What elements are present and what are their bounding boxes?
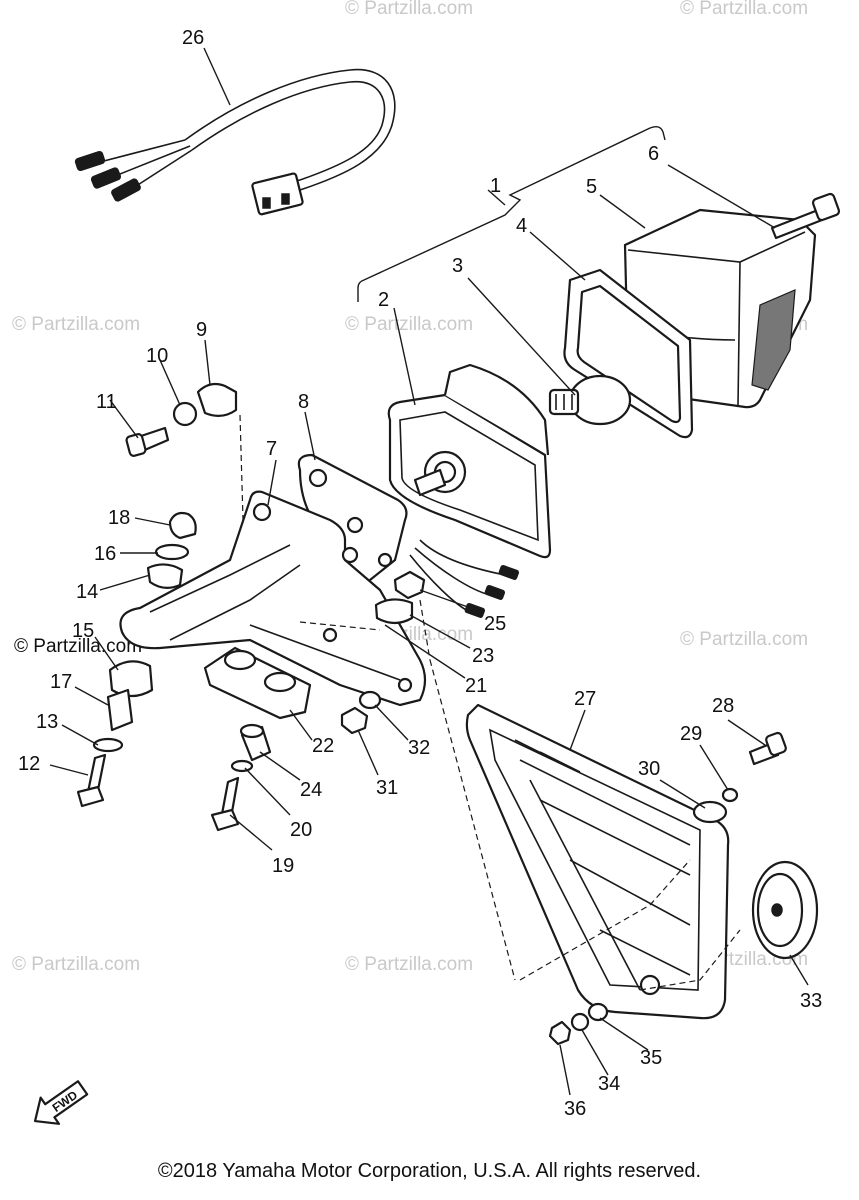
bulb	[548, 374, 632, 426]
callout-9: 9	[196, 319, 207, 341]
collar	[106, 688, 134, 732]
callout-28: 28	[712, 695, 734, 717]
callout-7: 7	[266, 438, 277, 460]
screw	[748, 731, 787, 766]
washer	[358, 690, 382, 710]
callout-32: 32	[408, 737, 430, 759]
callout-4: 4	[516, 215, 527, 237]
callouts: 1 2 3 4 5 6 7 8 9 10 11 12 13 14 15 16 1…	[18, 27, 822, 1120]
cap-nut	[168, 511, 197, 540]
callout-30: 30	[638, 758, 660, 780]
watermark: © Partzilla.com	[12, 954, 140, 975]
washer	[92, 737, 124, 753]
callout-1: 1	[490, 175, 501, 197]
main-bracket	[119, 490, 427, 707]
callout-27: 27	[574, 688, 596, 710]
watermark: © Partzilla.com	[345, 0, 473, 19]
bolt	[76, 753, 107, 808]
license-plate-bracket	[465, 703, 730, 1020]
reflector	[751, 860, 819, 960]
alignment-lines	[239, 414, 741, 991]
callout-15: 15	[72, 620, 94, 642]
callout-17: 17	[50, 671, 72, 693]
callout-20: 20	[290, 819, 312, 841]
nut	[393, 570, 426, 600]
callout-36: 36	[564, 1098, 586, 1120]
callout-24: 24	[300, 779, 322, 801]
washer	[154, 543, 190, 561]
callout-23: 23	[472, 645, 494, 667]
callout-31: 31	[376, 777, 398, 799]
watermark-dark: © Partzilla.com	[14, 636, 142, 657]
nut	[548, 1020, 572, 1046]
rubber-mount	[203, 646, 312, 720]
fwd-arrow-icon: FWD	[33, 1080, 89, 1125]
watermark: © Partzilla.com	[345, 954, 473, 975]
callout-22: 22	[312, 735, 334, 757]
grommet	[196, 382, 238, 417]
washer	[692, 800, 728, 824]
callout-2: 2	[378, 289, 389, 311]
callout-21: 21	[465, 675, 487, 697]
callout-16: 16	[94, 543, 116, 565]
washer	[570, 1012, 590, 1032]
callout-3: 3	[452, 255, 463, 277]
watermark: © Partzilla.com	[680, 629, 808, 650]
lamp-base	[387, 363, 552, 559]
callout-14: 14	[76, 581, 98, 603]
callout-29: 29	[680, 723, 702, 745]
callout-8: 8	[298, 391, 309, 413]
rubber-damper	[146, 563, 184, 589]
collar	[239, 723, 272, 762]
callout-6: 6	[648, 143, 659, 165]
callout-33: 33	[800, 990, 822, 1012]
assembly-bracket	[357, 125, 666, 302]
gasket	[563, 268, 694, 439]
screw	[770, 192, 841, 240]
callout-10: 10	[146, 345, 168, 367]
callout-34: 34	[598, 1073, 620, 1095]
callout-13: 13	[36, 711, 58, 733]
rubber-damper	[374, 598, 414, 625]
copyright-notice: ©2018 Yamaha Motor Corporation, U.S.A. A…	[157, 1160, 702, 1182]
callout-18: 18	[108, 507, 130, 529]
wire-harness	[74, 68, 396, 216]
washer	[721, 787, 739, 803]
callout-26: 26	[182, 27, 204, 49]
lamp-wires	[409, 539, 520, 618]
callout-35: 35	[640, 1047, 662, 1069]
callout-11: 11	[96, 391, 117, 413]
watermark: © Partzilla.com	[12, 314, 140, 335]
callout-19: 19	[272, 855, 294, 877]
callout-5: 5	[586, 176, 597, 198]
washer	[172, 401, 198, 427]
screw	[125, 426, 170, 457]
washer	[587, 1002, 609, 1022]
callout-12: 12	[18, 753, 40, 775]
watermark: © Partzilla.com	[345, 314, 473, 335]
nut	[340, 706, 369, 735]
watermark: © Partzilla.com	[680, 0, 808, 19]
bolt	[210, 776, 240, 832]
callout-25: 25	[484, 613, 506, 635]
washer	[230, 759, 254, 773]
parts-diagram: © Partzilla.com © Partzilla.com © Partzi…	[12, 0, 841, 1125]
leader-lines	[49, 47, 809, 1096]
